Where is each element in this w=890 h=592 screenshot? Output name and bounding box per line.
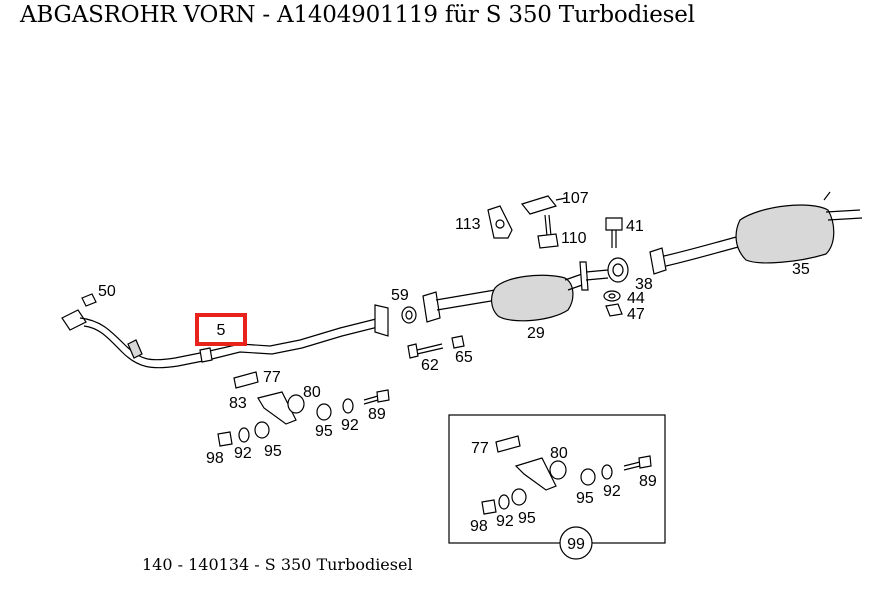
- label-35: 35: [792, 261, 810, 278]
- label-50: 50: [98, 283, 116, 300]
- part-92b[interactable]: [238, 427, 250, 443]
- part-95b[interactable]: [254, 421, 270, 439]
- label-29: 29: [527, 325, 545, 342]
- label-95a: 95: [315, 423, 333, 440]
- part-62[interactable]: [407, 343, 444, 359]
- label-92b: 92: [234, 445, 252, 462]
- part-98[interactable]: [217, 431, 233, 447]
- label-77: 77: [263, 369, 281, 386]
- part-113[interactable]: [487, 205, 513, 239]
- detail-inset: [448, 414, 666, 560]
- label-5: 5: [217, 322, 226, 339]
- label-44: 44: [627, 290, 645, 307]
- part-65[interactable]: [451, 335, 465, 349]
- part-92a[interactable]: [342, 398, 354, 414]
- label-83: 83: [229, 395, 247, 412]
- label-92a: 92: [341, 417, 359, 434]
- part-107[interactable]: [520, 195, 567, 215]
- highlighted-part-5[interactable]: 5: [195, 313, 247, 346]
- inset-label-98: 98: [470, 518, 488, 535]
- front-exhaust-pipe[interactable]: [61, 304, 389, 369]
- part-83[interactable]: [257, 391, 297, 425]
- catalytic-converter[interactable]: [422, 261, 609, 323]
- part-110[interactable]: [537, 214, 559, 249]
- page-title: ABGASROHR VORN - A1404901119 für S 350 T…: [20, 2, 695, 28]
- part-95a[interactable]: [316, 403, 332, 421]
- diagram-caption: 140 - 140134 - S 350 Turbodiesel: [142, 555, 413, 574]
- label-65: 65: [455, 349, 473, 366]
- label-62: 62: [421, 357, 439, 374]
- inset-label-92a: 92: [603, 483, 621, 500]
- part-44[interactable]: [603, 290, 621, 302]
- label-38: 38: [635, 276, 653, 293]
- label-113: 113: [455, 216, 481, 233]
- inset-label-99: 99: [567, 536, 585, 553]
- inset-label-95b: 95: [518, 510, 536, 527]
- part-38[interactable]: [607, 257, 629, 283]
- part-59[interactable]: [401, 306, 417, 324]
- label-41: 41: [626, 218, 644, 235]
- part-41[interactable]: [605, 217, 623, 248]
- label-89: 89: [368, 406, 386, 423]
- label-80: 80: [303, 384, 321, 401]
- rear-muffler[interactable]: [649, 191, 863, 275]
- inset-label-92b: 92: [496, 513, 514, 530]
- label-107: 107: [562, 190, 589, 207]
- part-89[interactable]: [363, 389, 390, 405]
- label-59: 59: [391, 287, 409, 304]
- inset-label-80: 80: [550, 445, 568, 462]
- part-47[interactable]: [605, 303, 623, 317]
- label-95b: 95: [264, 443, 282, 460]
- label-98: 98: [206, 450, 224, 467]
- inset-label-95a: 95: [576, 490, 594, 507]
- inset-label-77: 77: [471, 440, 489, 457]
- inset-label-89: 89: [639, 473, 657, 490]
- label-47: 47: [627, 306, 645, 323]
- part-50[interactable]: [81, 293, 97, 307]
- label-110: 110: [561, 230, 587, 247]
- part-80[interactable]: [287, 394, 305, 414]
- part-77[interactable]: [233, 371, 259, 389]
